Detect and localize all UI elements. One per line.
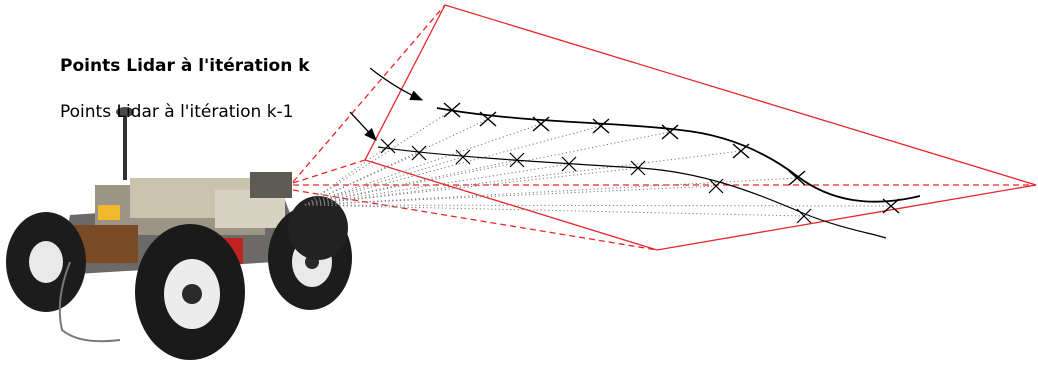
x-marker (661, 124, 679, 140)
arrow-scan-k (369, 67, 424, 101)
x-marker (479, 111, 497, 127)
arrow-scan-k-minus-1 (349, 111, 377, 141)
x-marker (630, 160, 646, 176)
x-marker (443, 102, 461, 118)
wheel-icon (288, 196, 348, 260)
frustum-k (364, 4, 1037, 251)
x-marker (708, 178, 724, 194)
x-marker (509, 152, 525, 168)
lidar-rays (304, 109, 892, 217)
scan-k-markers (443, 102, 900, 214)
x-marker (882, 198, 900, 214)
label-scan-k: Points Lidar à l'itération k (60, 56, 310, 76)
scan-curve-k (436, 107, 921, 203)
x-marker (455, 149, 471, 165)
x-marker (796, 208, 812, 224)
scan-k-minus-1-markers (380, 138, 812, 224)
x-marker (592, 118, 610, 134)
x-marker (732, 143, 750, 159)
x-marker (532, 116, 550, 132)
x-marker (380, 138, 396, 154)
x-marker (561, 156, 577, 172)
wheel-icon (135, 224, 245, 360)
scan-curve-k-minus-1 (377, 146, 887, 239)
wheel-icon (6, 212, 86, 312)
x-marker (788, 170, 806, 186)
label-scan-k-minus-1: Points Lidar à l'itération k-1 (60, 102, 294, 122)
x-marker (411, 145, 427, 161)
frustum-projection-lines (292, 4, 1036, 251)
robot-icon (6, 107, 352, 360)
